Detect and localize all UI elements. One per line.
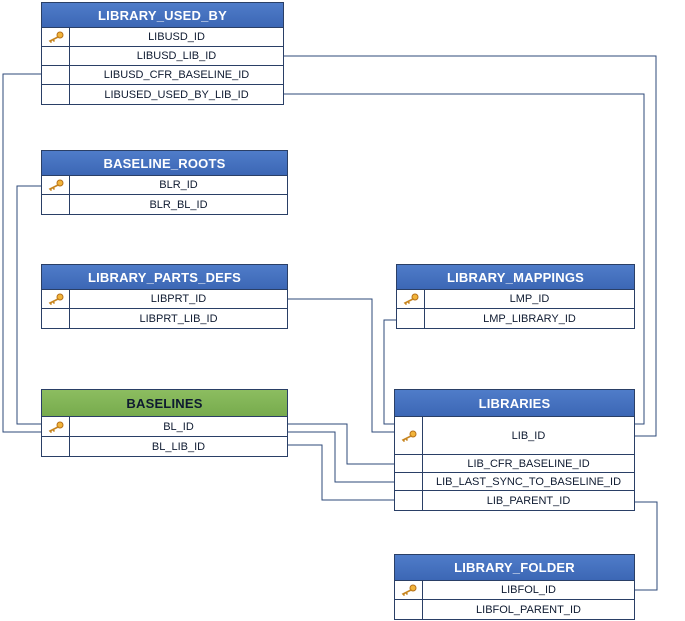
column-name: LIBUSD_CFR_BASELINE_ID: [103, 69, 250, 81]
column-name: BL_LIB_ID: [151, 440, 206, 453]
column-name: LIB_ID: [511, 429, 546, 442]
table-row[interactable]: LIB_CFR_BASELINE_ID: [395, 455, 634, 473]
table-row[interactable]: LIBFOL_PARENT_ID: [395, 600, 634, 619]
empty-key-cell: [42, 309, 70, 328]
table-row[interactable]: LMP_LIBRARY_ID: [397, 309, 634, 328]
table-row[interactable]: LIBPRT_ID: [42, 290, 287, 309]
column-name: LIBUSD_LIB_ID: [136, 50, 217, 62]
connector-libusd-lib-to-lib-id: [284, 55, 657, 437]
empty-key-cell: [397, 309, 425, 328]
key-icon: [48, 293, 63, 305]
empty-key-cell: [395, 491, 423, 510]
column-name: LIB_CFR_BASELINE_ID: [467, 457, 590, 470]
table-baselines[interactable]: BASELINES BL_ID BL_LIB_ID: [41, 389, 288, 457]
table-row[interactable]: LIBUSED_USED_BY_LIB_ID: [42, 85, 283, 104]
column-name: LIBUSED_USED_BY_LIB_ID: [104, 88, 249, 101]
connector-lib-last-sync-to-bl-id: [288, 431, 394, 483]
column-name: BLR_BL_ID: [149, 198, 208, 211]
empty-key-cell: [42, 47, 70, 65]
table-library-parts-defs[interactable]: LIBRARY_PARTS_DEFS LIBPRT_ID LIBPRT_LIB_…: [41, 264, 288, 329]
key-icon: [48, 179, 63, 191]
key-icon-cell: [42, 28, 70, 46]
table-row[interactable]: BLR_BL_ID: [42, 195, 287, 214]
empty-key-cell: [42, 66, 70, 84]
key-icon-cell: [42, 417, 70, 436]
column-name: BL_ID: [163, 420, 194, 433]
table-header[interactable]: LIBRARY_MAPPINGS: [397, 265, 634, 290]
table-row[interactable]: LIBUSD_LIB_ID: [42, 47, 283, 66]
key-icon: [401, 430, 416, 442]
key-icon-cell: [42, 290, 70, 308]
table-header[interactable]: LIBRARY_FOLDER: [395, 555, 634, 581]
table-header[interactable]: LIBRARIES: [395, 390, 634, 417]
table-header[interactable]: LIBRARY_USED_BY: [42, 3, 283, 28]
table-row[interactable]: LIBUSD_CFR_BASELINE_ID: [42, 66, 283, 85]
table-row[interactable]: LIBUSD_ID: [42, 28, 283, 47]
column-name: LIBFOL_ID: [500, 584, 557, 596]
table-row[interactable]: BLR_ID: [42, 176, 287, 195]
table-header[interactable]: BASELINE_ROOTS: [42, 151, 287, 176]
column-name: LIB_PARENT_ID: [486, 494, 571, 507]
connector-bl-lib-to-lib-id: [288, 444, 394, 501]
empty-key-cell: [42, 85, 70, 104]
column-name: LMP_ID: [509, 293, 550, 305]
table-row[interactable]: LIBFOL_ID: [395, 581, 634, 600]
table-header[interactable]: BASELINES: [42, 390, 287, 417]
table-baseline-roots[interactable]: BASELINE_ROOTS BLR_ID BLR_BL_ID: [41, 150, 288, 215]
column-name: LIBUSD_ID: [148, 31, 205, 43]
table-header[interactable]: LIBRARY_PARTS_DEFS: [42, 265, 287, 290]
column-name: LIB_LAST_SYNC_TO_BASELINE_ID: [435, 475, 622, 488]
table-row[interactable]: LIB_ID: [395, 417, 634, 455]
empty-key-cell: [395, 473, 423, 490]
connector-blr-bl-to-bl-id: [16, 185, 42, 425]
key-icon: [403, 293, 418, 305]
key-icon-cell: [395, 417, 423, 454]
column-name: LIBPRT_LIB_ID: [139, 312, 218, 325]
key-icon: [401, 584, 416, 596]
table-row[interactable]: LMP_ID: [397, 290, 634, 309]
empty-key-cell: [395, 455, 423, 472]
key-icon: [48, 421, 63, 433]
connector-libprt-lib-to-lib-id: [288, 298, 394, 433]
connector-lib-cfr-baseline-to-bl-id: [288, 423, 394, 465]
key-icon: [48, 31, 63, 43]
table-library-used-by[interactable]: LIBRARY_USED_BY LIBUSD_ID LIBUSD_LIB_ID …: [41, 2, 284, 105]
table-row[interactable]: LIBPRT_LIB_ID: [42, 309, 287, 328]
key-icon-cell: [42, 176, 70, 194]
table-row[interactable]: BL_LIB_ID: [42, 437, 287, 456]
connector-libused-used-by-lib-to-lib-id: [284, 93, 645, 425]
empty-key-cell: [395, 600, 423, 619]
table-library-folder[interactable]: LIBRARY_FOLDER LIBFOL_ID LIBFOL_PARENT_I…: [394, 554, 635, 620]
table-libraries[interactable]: LIBRARIES LIB_ID LIB_CFR_BASELINE_ID LIB…: [394, 389, 635, 511]
table-row[interactable]: LIB_LAST_SYNC_TO_BASELINE_ID: [395, 473, 634, 491]
column-name: LMP_LIBRARY_ID: [483, 312, 576, 325]
connector-libusd-cfr-baseline-to-bl-id: [2, 73, 42, 433]
empty-key-cell: [42, 195, 70, 214]
empty-key-cell: [42, 437, 70, 456]
column-name: BLR_ID: [159, 179, 198, 191]
column-name: LIBPRT_ID: [150, 293, 207, 305]
connector-lib-parent-to-libfol-id: [635, 501, 658, 591]
column-name: LIBFOL_PARENT_ID: [476, 603, 581, 616]
table-row[interactable]: BL_ID: [42, 417, 287, 437]
table-row[interactable]: LIB_PARENT_ID: [395, 491, 634, 510]
key-icon-cell: [395, 581, 423, 599]
key-icon-cell: [397, 290, 425, 308]
table-library-mappings[interactable]: LIBRARY_MAPPINGS LMP_ID LMP_LIBRARY_ID: [396, 264, 635, 329]
